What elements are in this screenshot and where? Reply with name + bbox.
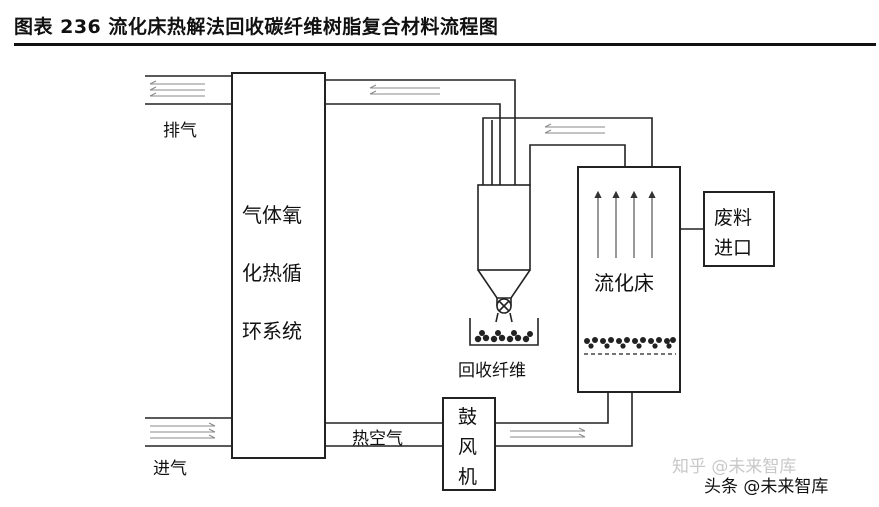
waste-inlet-label-line1: 废料 [714, 207, 752, 229]
blower-to-bed-duct [495, 392, 633, 447]
exhaust-label: 排气 [163, 121, 197, 141]
top-return-duct [325, 79, 516, 185]
waste-inlet-label-line2: 进口 [714, 237, 752, 259]
blower-label-line1: 鼓 [458, 406, 477, 428]
exhaust-duct [145, 75, 232, 105]
blower-label-line3: 机 [458, 466, 477, 488]
hot-air-line [325, 422, 443, 447]
bed-to-cyclone-duct [482, 117, 653, 185]
heat-system-label-line1: 气体氧 [242, 203, 302, 227]
watermark-toutiao: 头条 @未来智库 [704, 477, 828, 497]
bed-particles [584, 337, 676, 349]
intake-label: 进气 [153, 459, 187, 479]
fluidized-bed-label: 流化床 [594, 271, 654, 295]
hot-air-label: 热空气 [352, 429, 403, 449]
heat-system-label-line3: 环系统 [242, 319, 302, 343]
recovered-fiber-label: 回收纤维 [458, 361, 526, 381]
fiber-collection-tray [469, 318, 539, 346]
title-underline [14, 43, 876, 46]
upflow-arrows [594, 190, 656, 258]
figure-title: 图表 236 流化床热解法回收碳纤维树脂复合材料流程图 [14, 16, 499, 38]
heat-system-label-line2: 化热循 [242, 261, 302, 285]
blower-box [442, 397, 496, 491]
heat-circulation-system-box [231, 72, 326, 459]
cyclone-separator [477, 120, 531, 323]
blower-label-line2: 风 [458, 436, 477, 458]
intake-duct [145, 417, 232, 447]
watermark-zhihu: 知乎 @未来智库 [672, 457, 796, 477]
